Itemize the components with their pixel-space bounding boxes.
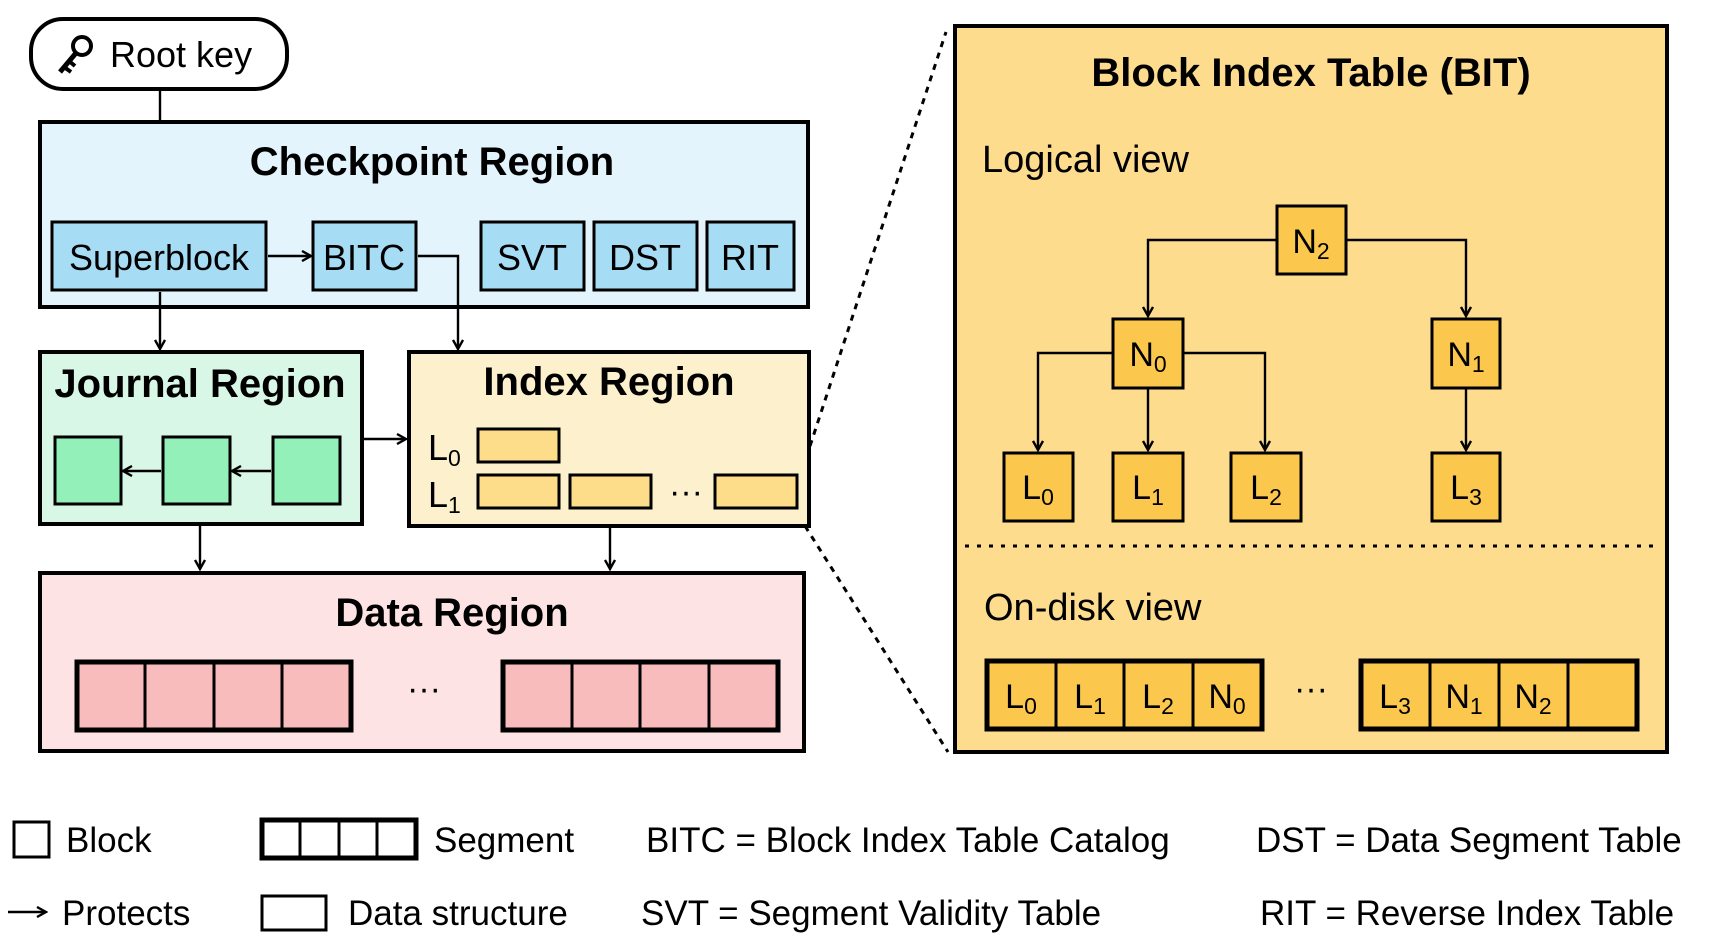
index-data-structure bbox=[713, 473, 799, 510]
legend-segment-swatch bbox=[259, 817, 419, 861]
bitc-label: BITC bbox=[323, 237, 405, 278]
superblock-label: Superblock bbox=[69, 237, 250, 278]
index-level-1-label: L1 bbox=[428, 474, 461, 518]
root-key-box: Root key bbox=[29, 17, 289, 91]
legend-svt-definition: SVT = Segment Validity Table bbox=[641, 894, 1101, 933]
ondisk-cell: N1 bbox=[1445, 678, 1482, 719]
svg-text:N1: N1 bbox=[1447, 336, 1484, 377]
zoom-connector-top bbox=[808, 31, 948, 447]
journal-block bbox=[271, 435, 342, 506]
svg-text:L2: L2 bbox=[1250, 469, 1282, 510]
legend-block-label: Block bbox=[66, 821, 152, 860]
journal-block bbox=[161, 435, 232, 506]
journal-region: Journal Region bbox=[38, 350, 364, 526]
root-key-label: Root key bbox=[110, 34, 252, 75]
tree-leaf-l0: L0 bbox=[1002, 451, 1075, 523]
tree-leaf-l1: L1 bbox=[1111, 451, 1185, 523]
checkpoint-region: Checkpoint Region Superblock BITC SVT DS… bbox=[38, 120, 810, 309]
svt-block: SVT bbox=[479, 220, 586, 292]
tree-node-n1: N1 bbox=[1430, 317, 1502, 390]
legend-dst-definition: DST = Data Segment Table bbox=[1256, 821, 1682, 860]
legend-block-swatch bbox=[12, 820, 51, 859]
svg-text:N0: N0 bbox=[1129, 336, 1166, 377]
ondisk-segment: L0 L1 L2 N0 bbox=[984, 658, 1265, 732]
ondisk-cell: L2 bbox=[1142, 678, 1174, 719]
svg-text:L3: L3 bbox=[1450, 469, 1482, 510]
ondisk-view-label: On-disk view bbox=[984, 587, 1202, 629]
ondisk-cell: N0 bbox=[1208, 678, 1245, 719]
data-segment bbox=[74, 659, 354, 733]
ondisk-segment: L3 N1 N2 bbox=[1358, 658, 1640, 732]
index-data-structure bbox=[476, 427, 561, 464]
superblock-block: Superblock bbox=[50, 220, 268, 292]
svg-text:L1: L1 bbox=[1132, 469, 1164, 510]
tree-leaf-l2: L2 bbox=[1229, 451, 1303, 523]
legend-data-structure-swatch bbox=[260, 894, 328, 932]
ondisk-cell: N2 bbox=[1514, 678, 1551, 719]
index-region-title: Index Region bbox=[483, 360, 734, 404]
ondisk-cell: L0 bbox=[1005, 678, 1037, 719]
index-data-structure bbox=[568, 473, 653, 510]
tree-leaf-l3: L3 bbox=[1430, 451, 1502, 523]
svg-text:L0: L0 bbox=[1022, 469, 1054, 510]
journal-block bbox=[53, 435, 123, 506]
data-region: Data Region ··· bbox=[38, 571, 806, 753]
index-ellipsis: ··· bbox=[669, 473, 703, 511]
ondisk-cell: L3 bbox=[1379, 678, 1411, 719]
data-segment bbox=[500, 659, 781, 733]
legend-data-structure-label: Data structure bbox=[348, 894, 568, 933]
svg-text:N2: N2 bbox=[1292, 223, 1329, 264]
logical-view-label: Logical view bbox=[982, 139, 1190, 181]
bit-panel: Block Index Table (BIT) Logical view N2 … bbox=[953, 24, 1669, 754]
key-icon bbox=[58, 35, 93, 74]
dst-label: DST bbox=[609, 237, 681, 278]
checkpoint-region-title: Checkpoint Region bbox=[250, 140, 614, 184]
index-data-structure bbox=[476, 473, 561, 510]
legend-rit-definition: RIT = Reverse Index Table bbox=[1260, 894, 1674, 933]
legend-protects-label: Protects bbox=[62, 894, 190, 933]
svt-label: SVT bbox=[497, 237, 567, 278]
ondisk-ellipsis: ··· bbox=[1294, 670, 1328, 708]
index-region: Index Region L0 L1 ··· bbox=[407, 350, 811, 528]
bitc-block: BITC bbox=[311, 220, 418, 292]
zoom-connector-bottom bbox=[803, 525, 950, 753]
bit-title: Block Index Table (BIT) bbox=[1091, 51, 1530, 95]
index-level-0-label: L0 bbox=[428, 427, 461, 471]
journal-region-title: Journal Region bbox=[54, 362, 345, 406]
legend: Block Segment BITC = Block Index Table C… bbox=[8, 817, 1682, 933]
data-ellipsis: ··· bbox=[407, 670, 441, 708]
data-region-title: Data Region bbox=[335, 591, 568, 635]
ondisk-cell: L1 bbox=[1074, 678, 1106, 719]
dst-block: DST bbox=[592, 220, 699, 292]
rit-label: RIT bbox=[721, 237, 779, 278]
legend-bitc-definition: BITC = Block Index Table Catalog bbox=[646, 821, 1170, 860]
legend-segment-label: Segment bbox=[434, 821, 574, 860]
rit-block: RIT bbox=[705, 220, 796, 292]
tree-node-n0: N0 bbox=[1111, 317, 1185, 390]
tree-node-n2: N2 bbox=[1275, 204, 1348, 276]
